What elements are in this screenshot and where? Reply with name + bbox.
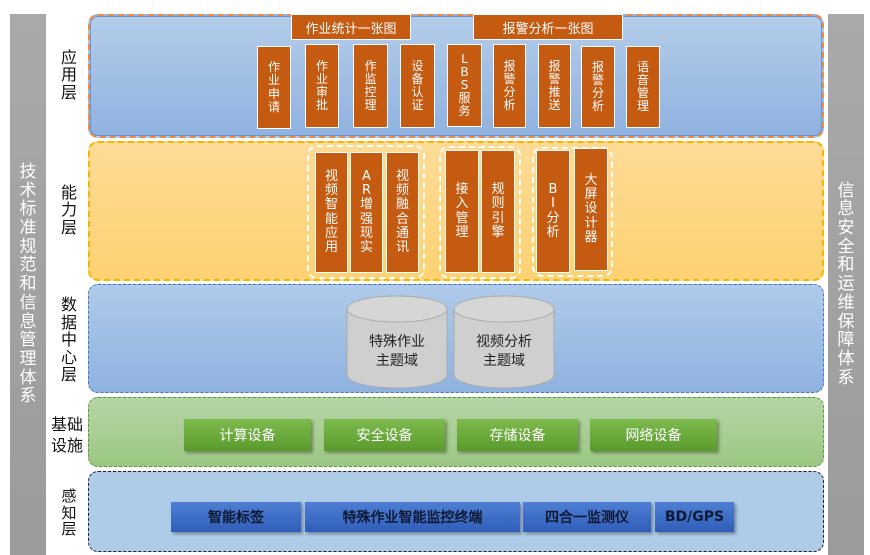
- app-item-device-auth[interactable]: 设备认证: [400, 44, 435, 128]
- app-header-alarm-analysis[interactable]: 报警分析一张图: [473, 14, 623, 40]
- infra-item-storage-label: 存储设备: [489, 428, 546, 444]
- data-domain-line2: 主题域: [376, 353, 418, 369]
- sense-item-smart-tag[interactable]: 智能标签: [171, 502, 301, 532]
- pillar-tech-standards: 技术标准规范和信息管理体系: [10, 14, 46, 555]
- infra-item-compute-label: 计算设备: [219, 428, 276, 444]
- data-domain-line2: 主题域: [483, 353, 525, 369]
- app-item-alarm-analysis[interactable]: 报警分析: [493, 44, 526, 128]
- infra-item-network[interactable]: 网络设备: [590, 419, 717, 451]
- data-domain-video-analysis-label: 视频分析 主题域: [453, 333, 555, 371]
- layer-label-infrastructure-line1: 基础: [50, 415, 83, 434]
- layer-label-capability: 能力层: [60, 182, 77, 237]
- layer-label-app: 应用层: [60, 47, 77, 102]
- capability-group-video: [307, 145, 425, 279]
- pillar-security-ops-label: 信息安全和运维保障体系: [837, 180, 855, 388]
- infra-item-compute[interactable]: 计算设备: [184, 419, 311, 451]
- cylinder-icon: [346, 295, 448, 389]
- cap-item-access-management[interactable]: 接入管理: [445, 150, 479, 273]
- layer-label-infrastructure: 基础 设施: [45, 414, 89, 458]
- data-domain-line1: 特殊作业: [369, 334, 425, 350]
- pillar-tech-standards-label: 技术标准规范和信息管理体系: [19, 162, 37, 407]
- layer-label-data-center: 数据中心层: [60, 295, 77, 385]
- capability-group-access: [439, 146, 521, 279]
- cylinder-icon: [453, 295, 555, 389]
- cap-item-video-fusion[interactable]: 视频融合通讯: [386, 152, 419, 273]
- app-item-work-approve[interactable]: 作业审批: [305, 44, 339, 128]
- data-domain-special-work[interactable]: 特殊作业 主题域: [346, 295, 448, 389]
- app-item-voice-management[interactable]: 语音管理: [626, 46, 660, 128]
- app-item-alarm-push[interactable]: 报警推送: [538, 44, 571, 128]
- sense-item-monitor-terminal[interactable]: 特殊作业智能监控终端: [305, 502, 520, 532]
- app-item-work-apply[interactable]: 作业申请: [257, 46, 291, 129]
- cap-item-dashboard-designer[interactable]: 大屏设计器: [574, 148, 608, 271]
- data-domain-special-work-label: 特殊作业 主题域: [346, 333, 448, 371]
- cap-item-video-intelligence[interactable]: 视频智能应用: [315, 152, 348, 273]
- sense-item-4in1-detector[interactable]: 四合一监测仪: [523, 502, 651, 532]
- infra-item-security-label: 安全设备: [356, 428, 413, 444]
- app-item-alarm-analysis-2[interactable]: 报警分析: [581, 46, 615, 128]
- data-domain-line1: 视频分析: [476, 334, 532, 350]
- infra-item-security[interactable]: 安全设备: [324, 419, 445, 451]
- layer-label-infrastructure-line2: 设施: [50, 436, 83, 455]
- infra-item-network-label: 网络设备: [625, 428, 682, 444]
- pillar-security-ops: 信息安全和运维保障体系: [828, 14, 864, 555]
- capability-group-bi: [532, 147, 613, 277]
- layer-label-perception: 感知层: [61, 487, 77, 539]
- data-domain-video-analysis[interactable]: 视频分析 主题域: [453, 295, 555, 389]
- sense-item-bd-gps[interactable]: BD/GPS: [655, 502, 734, 532]
- cap-item-rule-engine[interactable]: 规则引擎: [481, 150, 515, 273]
- app-item-work-monitor[interactable]: 作监控理: [353, 44, 388, 128]
- app-header-work-stats[interactable]: 作业统计一张图: [291, 14, 411, 40]
- infra-item-storage[interactable]: 存储设备: [457, 419, 578, 451]
